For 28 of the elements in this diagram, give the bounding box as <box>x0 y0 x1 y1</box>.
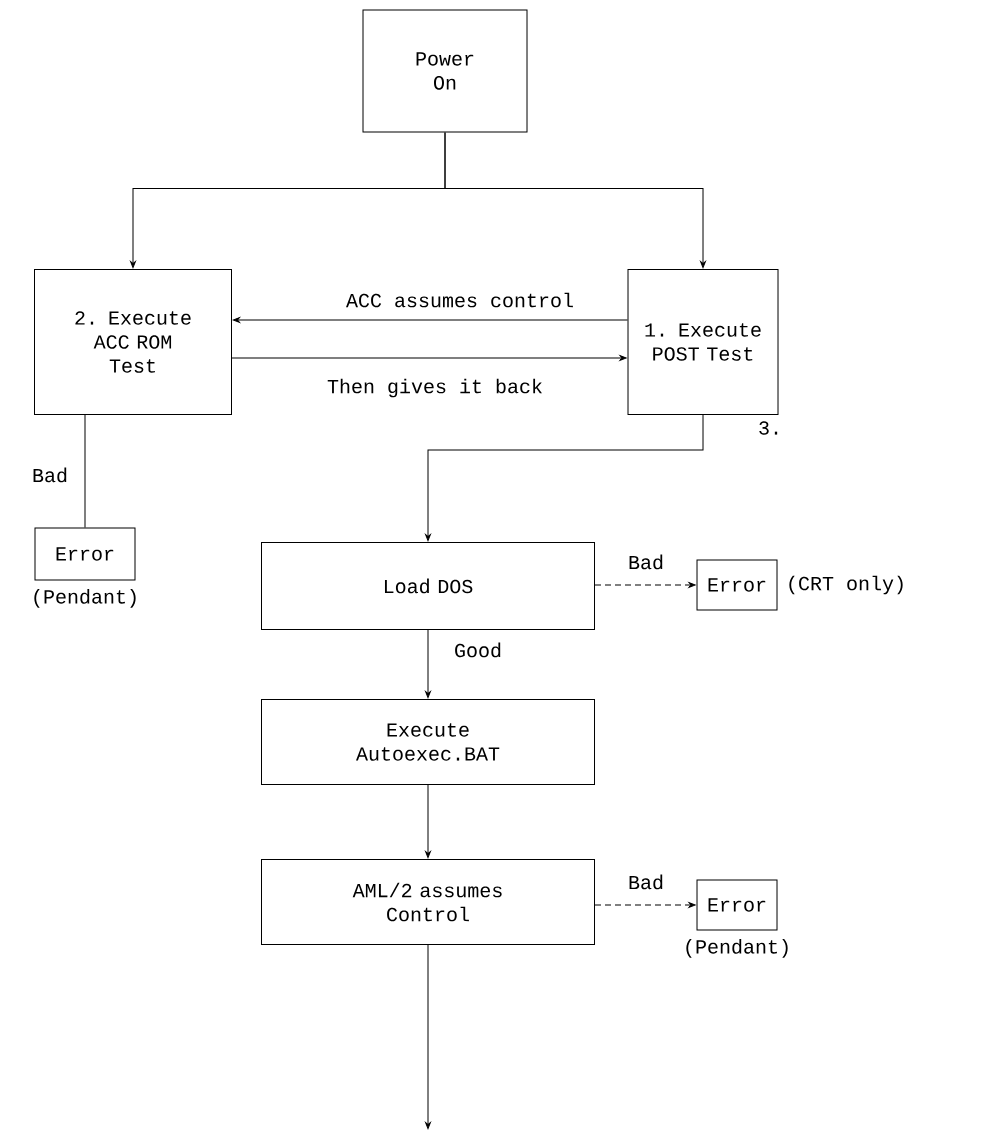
edge-label: Bad <box>627 553 665 571</box>
arrow <box>444 132 706 269</box>
arrow <box>425 784 431 859</box>
node-label: (Pendant) <box>686 939 788 958</box>
process-box: Load DOS <box>261 542 595 630</box>
arrow <box>425 629 431 699</box>
process-box: 2. Execute ACC ROM Test <box>34 269 232 415</box>
node-label: (Pendant) <box>34 589 136 608</box>
process-box: AML/2 assumes Control <box>261 859 595 945</box>
process-box: Error <box>696 559 778 611</box>
process-box: Error <box>696 879 778 931</box>
process-box: Power On <box>362 9 528 133</box>
edge-label: 3. <box>757 420 783 436</box>
edge-label: Then gives it back <box>326 377 545 399</box>
arrow <box>232 317 628 323</box>
edge-label: ACC assumes control <box>345 291 576 309</box>
process-box: 1. Execute POST Test <box>627 269 779 415</box>
arrow <box>425 944 431 1130</box>
process-box: Execute Autoexec.BAT <box>261 699 595 785</box>
arrow <box>231 355 627 361</box>
edge-label: Good <box>453 641 503 659</box>
arrow <box>594 582 696 588</box>
arrow <box>594 902 696 908</box>
arrow <box>425 414 704 542</box>
node-label: (CRT only) <box>789 575 903 595</box>
edge-label: Bad <box>31 466 69 484</box>
process-box: Error <box>34 527 136 581</box>
edge-label: Bad <box>627 873 665 891</box>
